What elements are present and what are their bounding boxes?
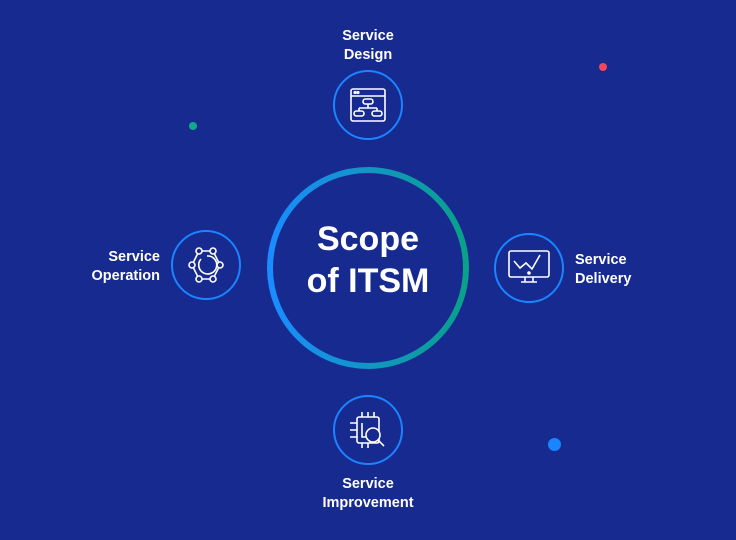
flowchart-window-icon bbox=[350, 88, 386, 122]
label-line: Design bbox=[343, 47, 393, 63]
chip-search-icon bbox=[350, 412, 385, 448]
label-line: Operation bbox=[91, 268, 160, 284]
label-line: Improvement bbox=[322, 495, 414, 511]
label-line: Service bbox=[342, 28, 394, 44]
cycle-network-icon bbox=[188, 247, 224, 283]
center-title-line1: Scope bbox=[316, 220, 420, 258]
label-line: Service bbox=[342, 476, 394, 492]
decorative-dot-red bbox=[599, 63, 607, 71]
center-title-line2: of ITSM bbox=[306, 262, 430, 300]
node-service-delivery bbox=[494, 233, 564, 303]
node-service-improvement bbox=[333, 395, 403, 465]
center-title: Scope of ITSM bbox=[268, 218, 468, 302]
node-service-operation bbox=[171, 230, 241, 300]
decorative-dot-green bbox=[189, 122, 197, 130]
node-service-design bbox=[333, 70, 403, 140]
label-line: Delivery bbox=[575, 271, 632, 287]
label-line: Service bbox=[108, 249, 160, 265]
monitor-chart-icon bbox=[508, 250, 550, 283]
label-line: Service bbox=[575, 252, 627, 268]
decorative-dot-blue bbox=[548, 438, 561, 451]
